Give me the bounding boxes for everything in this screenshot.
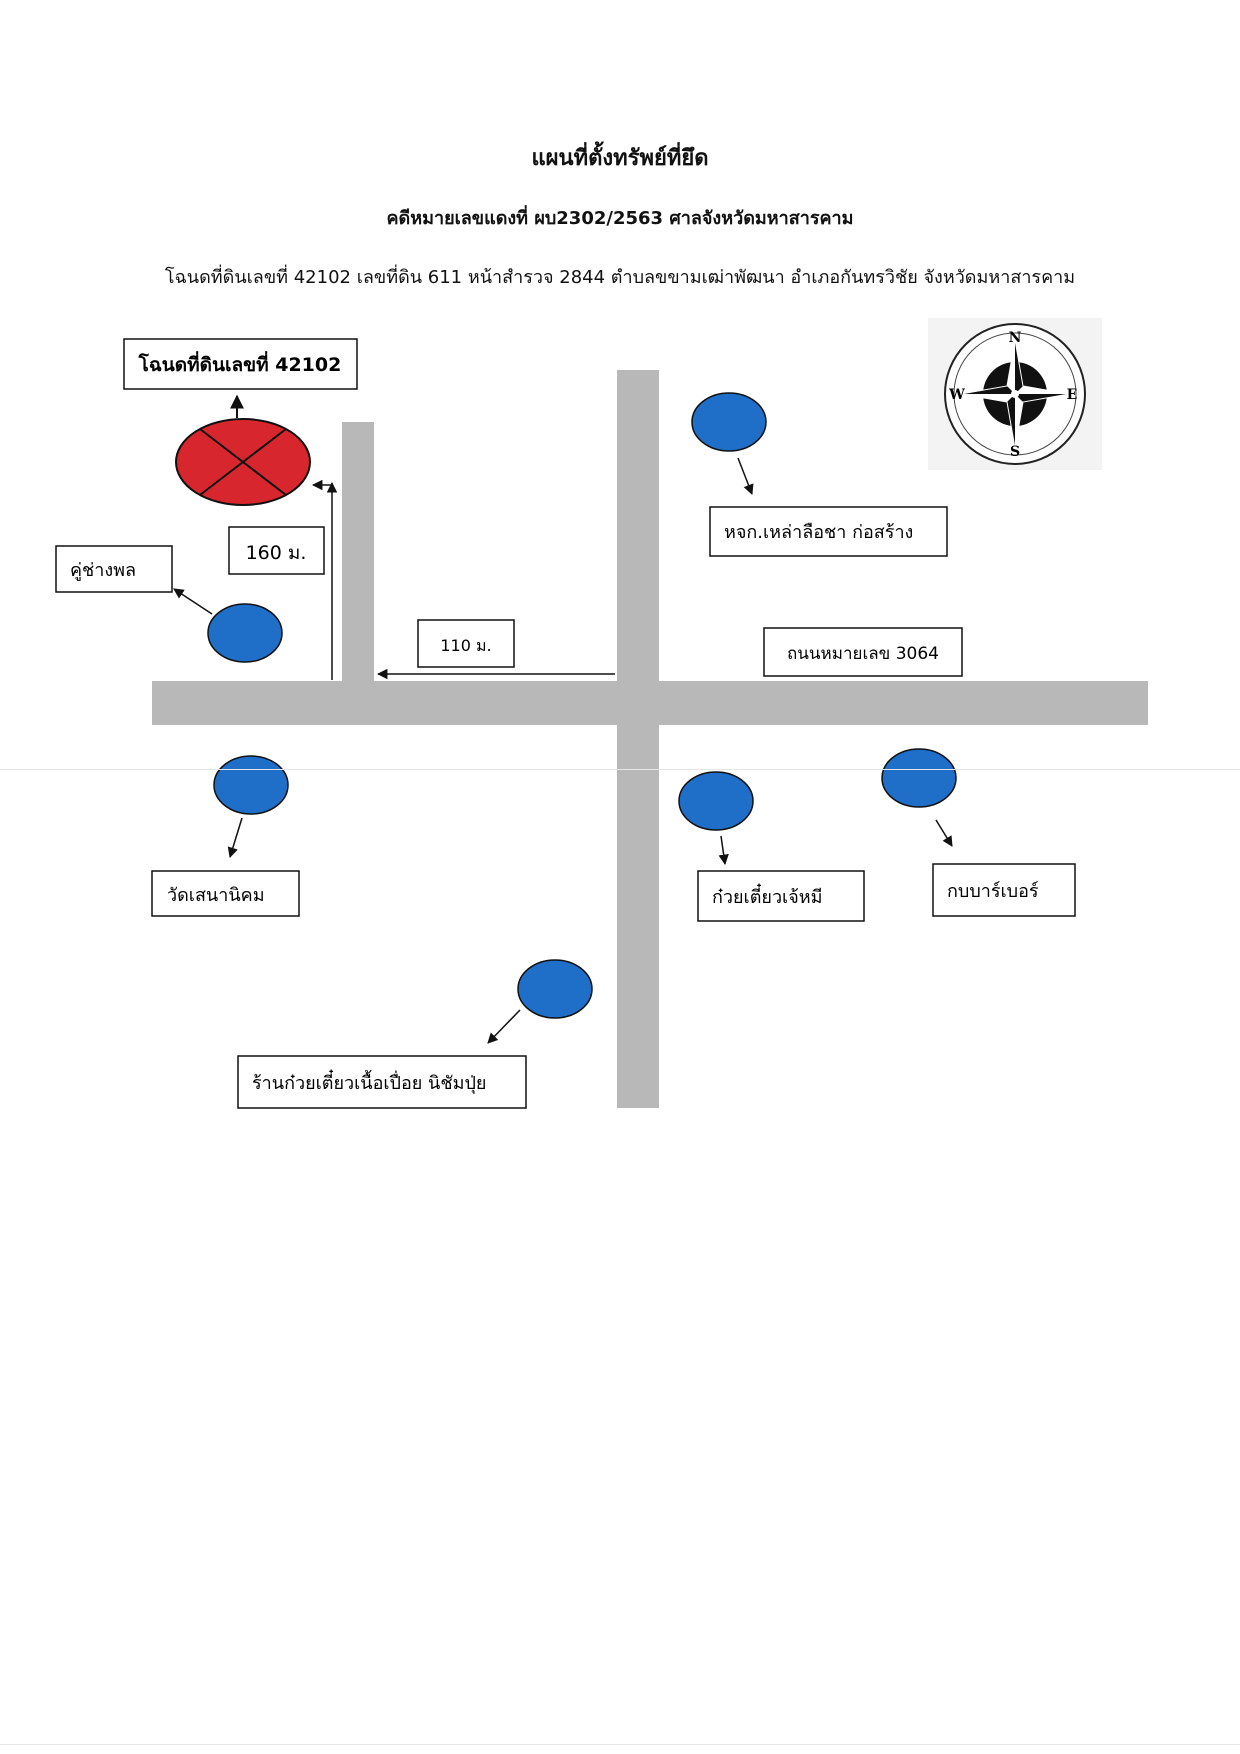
canal-label: คู่ช่างพล bbox=[70, 560, 136, 581]
landmark-marker-shop bbox=[691, 392, 767, 452]
property-label: โฉนดที่ดินเลขที่ 42102 bbox=[138, 351, 342, 376]
landmark-marker-barber bbox=[881, 748, 957, 808]
landmark-marker-noodle1 bbox=[678, 771, 754, 831]
scan-artifact-line bbox=[0, 769, 1240, 770]
road-label-box: ถนนหมายเลข 3064 bbox=[763, 627, 963, 677]
barber-label: กบบาร์เบอร์ bbox=[947, 881, 1039, 902]
temple-arrow bbox=[227, 817, 243, 859]
shop-arrow bbox=[737, 457, 754, 495]
property-label-box: โฉนดที่ดินเลขที่ 42102 bbox=[123, 338, 358, 390]
noodle2-label: ร้านก๋วยเตี๋ยวเนื้อเปื่อย นิชัมปุ่ย bbox=[252, 1069, 486, 1094]
property-marker bbox=[175, 418, 311, 506]
compass-rose: N S E W bbox=[928, 318, 1102, 470]
scan-artifact-line-bottom bbox=[0, 1744, 1240, 1745]
compass-s: S bbox=[1010, 444, 1020, 460]
shop-label: หจก.เหล่าลือชา ก่อสร้าง bbox=[724, 522, 913, 543]
distance-110-label: 110 ม. bbox=[440, 636, 491, 655]
landmark-marker-noodle2 bbox=[517, 959, 593, 1019]
noodle1-label: ก๋วยเตี๋ยวเจ้หมี bbox=[712, 883, 822, 908]
side-road bbox=[342, 422, 374, 684]
main-road-vertical bbox=[617, 370, 659, 1108]
deed-description: โฉนดที่ดินเลขที่ 42102 เลขที่ดิน 611 หน้… bbox=[164, 267, 1076, 288]
noodle2-label-box: ร้านก๋วยเตี๋ยวเนื้อเปื่อย นิชัมปุ่ย bbox=[237, 1055, 527, 1109]
landmark-marker-temple bbox=[213, 755, 289, 815]
canal-arrow bbox=[173, 588, 213, 615]
road-label: ถนนหมายเลข 3064 bbox=[787, 644, 939, 664]
noodle1-arrow bbox=[718, 835, 729, 866]
compass-n: N bbox=[1009, 330, 1022, 346]
temple-label-box: วัดเสนานิคม bbox=[151, 870, 300, 917]
noodle1-label-box: ก๋วยเตี๋ยวเจ้หมี bbox=[697, 870, 865, 922]
distance-160-box: 160 ม. bbox=[228, 526, 325, 575]
document-title: แผนที่ตั้งทรัพย์ที่ยึด bbox=[531, 146, 709, 171]
compass-e: E bbox=[1067, 387, 1078, 403]
temple-label: วัดเสนานิคม bbox=[167, 885, 265, 906]
case-number: คดีหมายเลขแดงที่ ผบ2302/2563 ศาลจังหวัดม… bbox=[386, 208, 854, 229]
distance-160-label: 160 ม. bbox=[246, 542, 307, 564]
distance-110-box: 110 ม. bbox=[417, 619, 515, 668]
noodle2-arrow bbox=[487, 1009, 521, 1044]
barber-arrow bbox=[935, 819, 953, 847]
shop-label-box: หจก.เหล่าลือชา ก่อสร้าง bbox=[709, 506, 948, 557]
barber-label-box: กบบาร์เบอร์ bbox=[932, 863, 1076, 917]
compass-w: W bbox=[948, 387, 965, 403]
landmark-marker-canal bbox=[207, 603, 283, 663]
canal-label-box: คู่ช่างพล bbox=[55, 545, 173, 593]
